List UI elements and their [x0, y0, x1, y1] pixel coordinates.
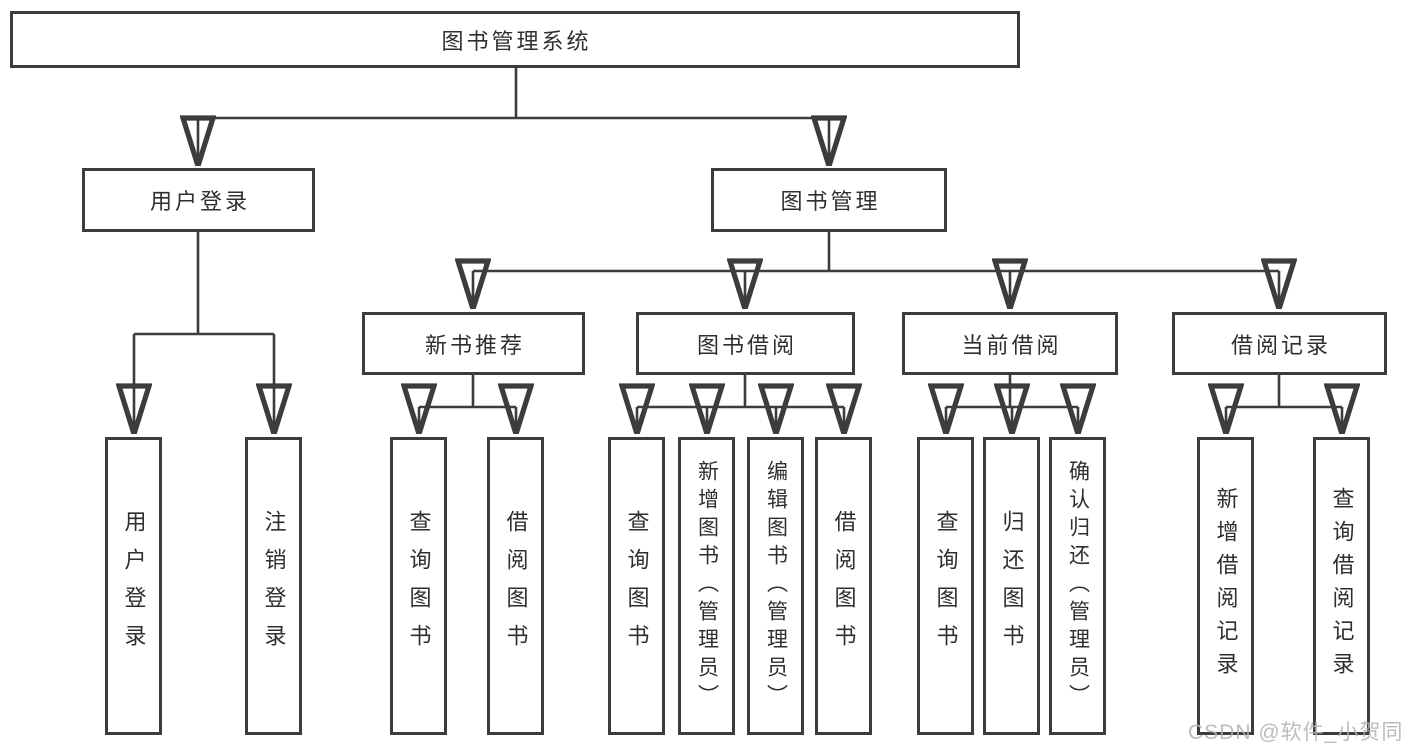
leaf-query-borrow-record-label: 查询借阅记录 — [1329, 487, 1355, 685]
node-borrow-records: 借阅记录 — [1172, 312, 1387, 375]
leaf-query-books-recommend-label: 查询图书 — [406, 510, 432, 662]
leaf-borrow-books-label: 借阅图书 — [831, 510, 857, 662]
leaf-confirm-return-admin-label: 确认归还（管理员） — [1066, 460, 1090, 712]
node-borrow-records-label: 借阅记录 — [1230, 332, 1331, 358]
leaf-logout-label: 注销登录 — [261, 510, 287, 662]
node-root: 图书管理系统 — [10, 11, 1020, 68]
leaf-user-login-label: 用户登录 — [121, 510, 147, 662]
leaf-add-book-admin-label: 新增图书（管理员） — [695, 460, 719, 712]
leaf-add-book-admin: 新增图书（管理员） — [678, 437, 735, 735]
leaf-user-login: 用户登录 — [105, 437, 162, 735]
leaf-query-books-current: 查询图书 — [917, 437, 974, 735]
leaf-query-books-borrow-label: 查询图书 — [624, 510, 650, 662]
node-new-book-recommend: 新书推荐 — [362, 312, 585, 375]
leaf-borrow-books-recommend-label: 借阅图书 — [503, 510, 529, 662]
leaf-logout: 注销登录 — [245, 437, 302, 735]
leaf-confirm-return-admin: 确认归还（管理员） — [1049, 437, 1106, 735]
leaf-borrow-books: 借阅图书 — [815, 437, 872, 735]
csdn-watermark: CSDN @软件_小贺同学 — [1188, 721, 1405, 744]
leaf-add-borrow-record: 新增借阅记录 — [1197, 437, 1254, 735]
leaf-query-books-current-label: 查询图书 — [933, 510, 959, 662]
node-book-management: 图书管理 — [711, 168, 947, 232]
node-user-login-label: 用户登录 — [149, 189, 250, 214]
node-current-borrow-label: 当前借阅 — [961, 332, 1062, 358]
leaf-borrow-books-recommend: 借阅图书 — [487, 437, 544, 735]
node-user-login: 用户登录 — [82, 168, 315, 232]
node-current-borrow: 当前借阅 — [902, 312, 1118, 375]
leaf-edit-book-admin: 编辑图书（管理员） — [747, 437, 804, 735]
node-new-book-recommend-label: 新书推荐 — [424, 332, 525, 358]
node-root-label: 图书管理系统 — [441, 28, 592, 54]
node-book-borrow: 图书借阅 — [636, 312, 855, 375]
leaf-query-books-borrow: 查询图书 — [608, 437, 665, 735]
leaf-query-borrow-record: 查询借阅记录 — [1313, 437, 1370, 735]
leaf-return-book-label: 归还图书 — [999, 510, 1025, 662]
node-book-management-label: 图书管理 — [780, 189, 881, 214]
leaf-edit-book-admin-label: 编辑图书（管理员） — [764, 460, 788, 712]
node-book-borrow-label: 图书借阅 — [696, 332, 797, 358]
leaf-return-book: 归还图书 — [983, 437, 1040, 735]
leaf-add-borrow-record-label: 新增借阅记录 — [1213, 487, 1239, 685]
leaf-query-books-recommend: 查询图书 — [390, 437, 447, 735]
